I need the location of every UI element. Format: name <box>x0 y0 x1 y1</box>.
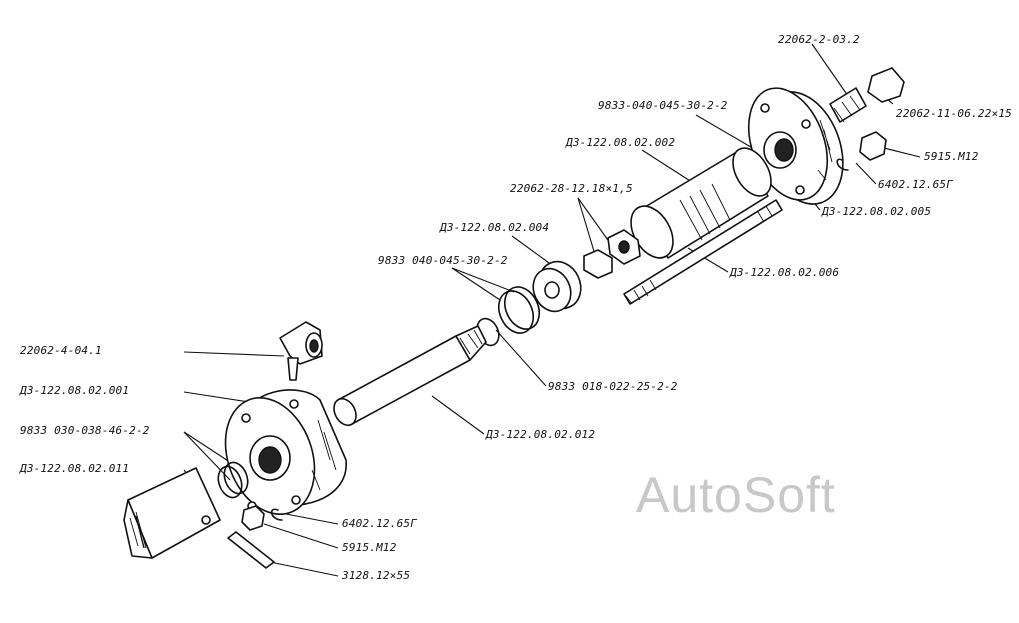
elbow-fitting <box>279 321 323 381</box>
callout-label: 9833 018-022-25-2-2 <box>548 380 678 393</box>
lower-hardware <box>227 505 275 569</box>
callout-label: 3128.12×55 <box>342 569 411 582</box>
clevis <box>123 467 221 559</box>
callout-label: 9833-040-045-30-2-2 <box>598 99 728 112</box>
callout-label: 22062-4-04.1 <box>20 344 102 357</box>
left-housing <box>224 389 347 515</box>
cylinder-barrel <box>630 147 772 259</box>
callout-label: 22062-28-12.18×1,5 <box>510 182 633 195</box>
callout-label: Д3-122.08.02.011 <box>20 462 130 475</box>
callout-label: 9833 030-038-46-2-2 <box>20 424 150 437</box>
callout-label: 6402.12.65Г <box>878 178 954 191</box>
callout-label: 6402.12.65Г <box>342 517 418 530</box>
barrel-nut <box>583 229 641 279</box>
callout-label: 5915.М12 <box>342 541 397 554</box>
callout-label: Д3-122.08.02.002 <box>566 136 676 149</box>
piston <box>532 260 582 313</box>
callout-label: Д3-122.08.02.012 <box>486 428 596 441</box>
leader-lines <box>183 43 921 577</box>
callout-label: 5915.М12 <box>924 150 979 163</box>
callout-label: Д3-122.08.02.005 <box>822 205 932 218</box>
callout-label: Д3-122.08.02.006 <box>730 266 840 279</box>
tie-rod <box>623 199 783 305</box>
callout-label: Д3-122.08.02.001 <box>20 384 130 397</box>
upper-fitting <box>829 67 905 171</box>
callout-label: 22062-11-06.22×15 <box>896 107 1012 120</box>
callout-label: 9833 040-045-30-2-2 <box>378 254 508 267</box>
callout-label: Д3-122.08.02.004 <box>440 221 550 234</box>
piston-rod <box>333 325 487 427</box>
housing-seals <box>217 461 283 521</box>
callout-label: 22062-2-03.2 <box>778 33 860 46</box>
watermark: AutoSoft <box>636 467 836 523</box>
